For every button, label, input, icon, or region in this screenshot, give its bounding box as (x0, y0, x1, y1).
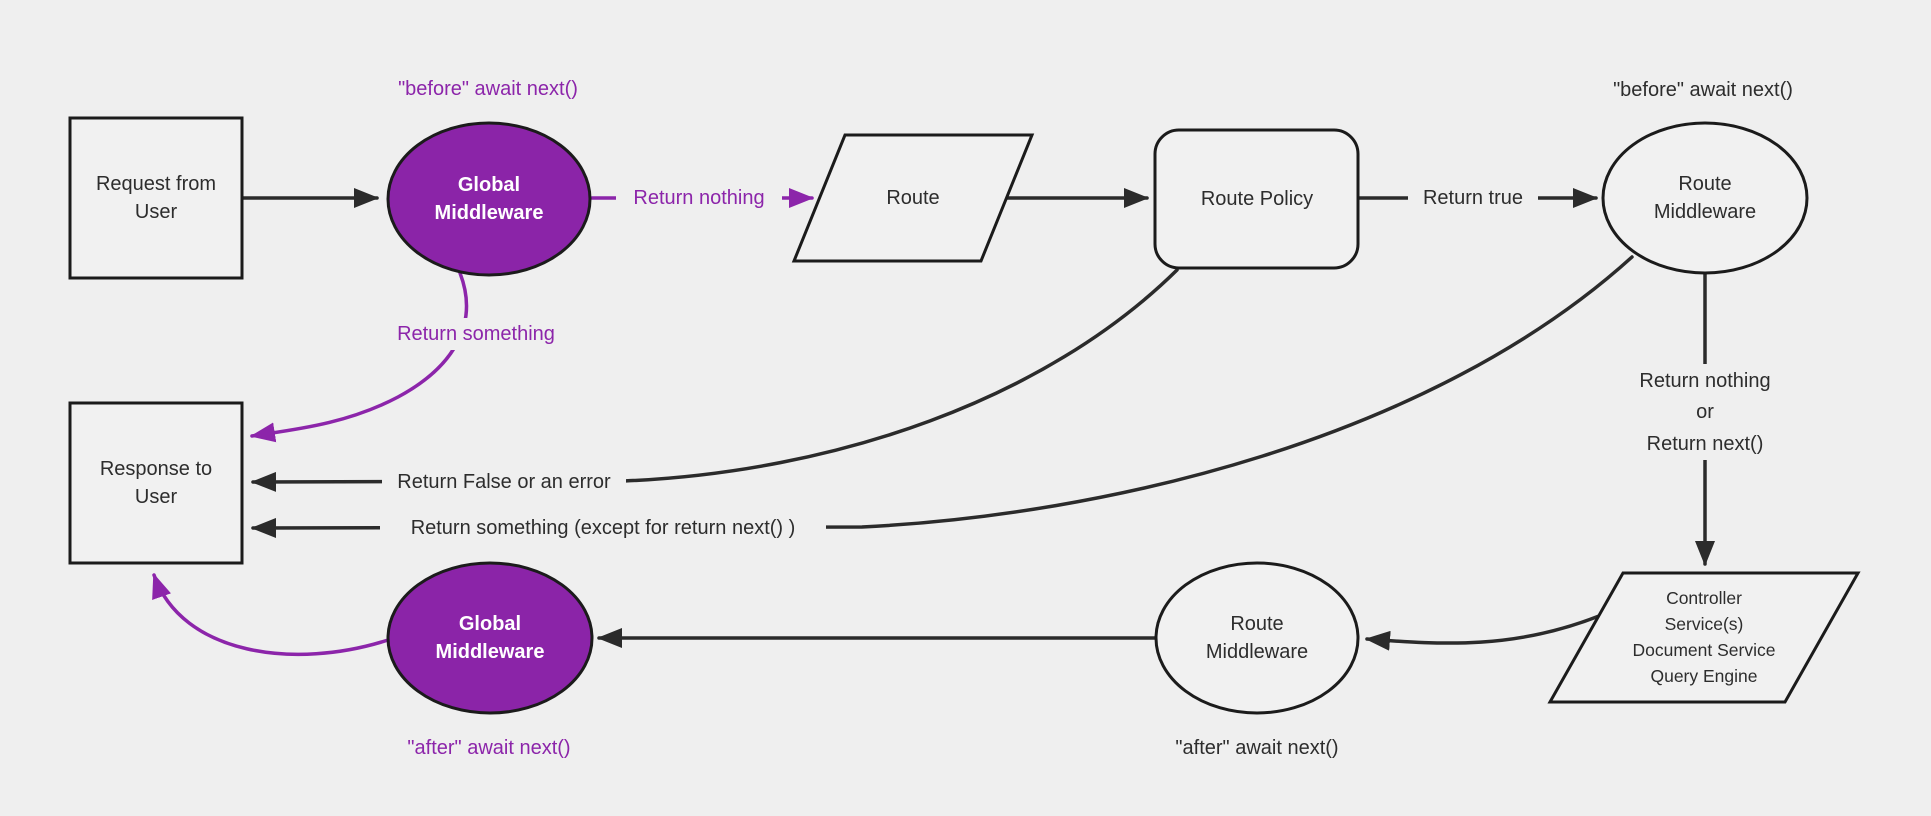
label-after-await-global: "after" await next() (407, 737, 570, 759)
global-middleware-bottom-line2: Middleware (436, 641, 545, 663)
edge-route-policy-return-false (251, 268, 1179, 492)
label-return-true-bg (1408, 182, 1538, 214)
controller-line2: Service(s) (1665, 614, 1744, 634)
request-label-line2: User (135, 201, 178, 223)
response-box (68, 401, 244, 565)
controller-line1: Controller (1666, 588, 1742, 608)
label-return-something-except: Return something (except for return next… (380, 512, 826, 544)
label-return-nothing-or-next-line2: or (1696, 401, 1714, 423)
label-return-nothing-or-next: Return nothing or Return next() (1618, 364, 1792, 460)
label-return-nothing-bg (616, 182, 782, 214)
label-return-nothing: Return nothing (616, 182, 782, 214)
label-return-something-except-bg (380, 512, 826, 544)
route-middleware-top-ellipse (1601, 121, 1809, 275)
edge-global-middleware-return-something (250, 271, 469, 443)
label-return-nothing-or-next-line3: Return next() (1647, 433, 1764, 455)
response-label-line1: Response to (100, 458, 212, 480)
label-return-false-error-text: Return False or an error (397, 471, 611, 493)
label-return-true: Return true (1408, 182, 1538, 214)
label-return-true-text: Return true (1423, 187, 1523, 209)
node-response-to-user: Response to User (68, 401, 244, 565)
route-middleware-top-line2: Middleware (1654, 201, 1756, 223)
label-return-something: Return something (382, 318, 572, 350)
request-label-line1: Request from (96, 173, 216, 195)
global-middleware-top-line1: Global (458, 174, 520, 196)
label-return-something-text: Return something (397, 323, 555, 345)
global-middleware-top-ellipse (386, 121, 592, 277)
node-controller-services: Controller Service(s) Document Service Q… (1547, 571, 1861, 704)
label-return-nothing-text: Return nothing (633, 187, 764, 209)
controller-line3: Document Service (1633, 640, 1776, 660)
node-route-middleware-bottom: Route Middleware (1154, 561, 1360, 715)
label-return-false-error: Return False or an error (382, 466, 626, 498)
controller-line4: Query Engine (1650, 666, 1757, 686)
route-parallelogram (791, 133, 1035, 263)
node-route-policy: Route Policy (1153, 128, 1360, 270)
response-label-line2: User (135, 486, 178, 508)
route-policy-label: Route Policy (1201, 188, 1313, 210)
label-return-false-error-bg (382, 466, 626, 498)
edge-controller-to-route-middleware-bottom (1365, 614, 1601, 651)
route-policy-box (1153, 128, 1360, 270)
node-route: Route (791, 133, 1035, 263)
label-after-await-route: "after" await next() (1175, 737, 1338, 759)
node-request-from-user: Request from User (68, 116, 244, 280)
route-label: Route (886, 187, 939, 209)
label-return-nothing-or-next-bg (1618, 364, 1792, 460)
node-route-middleware-top: Route Middleware (1601, 121, 1809, 275)
route-middleware-bottom-line2: Middleware (1206, 641, 1308, 663)
label-return-nothing-or-next-line1: Return nothing (1639, 370, 1770, 392)
request-box (68, 116, 244, 280)
global-middleware-bottom-ellipse (386, 561, 594, 715)
global-middleware-top-line2: Middleware (435, 202, 544, 224)
edge-route-middleware-return-something (251, 255, 1634, 538)
label-return-something-bg (382, 318, 572, 350)
node-global-middleware-top: Global Middleware (386, 121, 592, 277)
route-middleware-top-line1: Route (1678, 173, 1731, 195)
label-before-await-top-right: "before" await next() (1613, 79, 1793, 101)
label-before-await-top-left: "before" await next() (398, 78, 578, 100)
label-return-something-except-text: Return something (except for return next… (411, 517, 796, 539)
route-middleware-bottom-ellipse (1154, 561, 1360, 715)
edge-global-middleware-bottom-to-response (152, 573, 390, 657)
controller-parallelogram (1547, 571, 1861, 704)
node-global-middleware-bottom: Global Middleware (386, 561, 594, 715)
global-middleware-bottom-line1: Global (459, 613, 521, 635)
route-middleware-bottom-line1: Route (1230, 613, 1283, 635)
